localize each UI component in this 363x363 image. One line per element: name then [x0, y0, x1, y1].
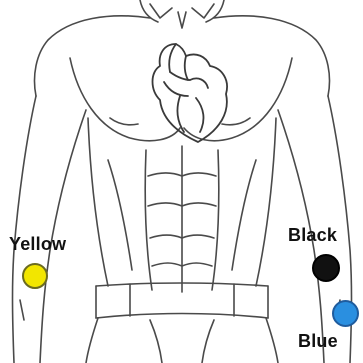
abs-right-line	[212, 150, 219, 290]
pectoral-detail	[110, 118, 138, 125]
blue-electrode-dot	[332, 300, 359, 327]
pants-left	[86, 318, 98, 363]
collar-detail	[178, 12, 186, 28]
hand-fold	[20, 300, 24, 320]
pectoral-detail	[222, 118, 250, 125]
pants-right	[266, 318, 278, 363]
yellow-electrode-dot	[22, 263, 48, 289]
left-torso-side	[88, 118, 108, 286]
left-pectoral	[70, 58, 180, 141]
right-torso-side	[256, 118, 276, 286]
pants-fold	[150, 320, 162, 363]
black-electrode-label: Black	[288, 225, 337, 246]
yellow-electrode-label: Yellow	[9, 234, 66, 255]
abs-left-line	[145, 150, 152, 290]
heart-icon	[153, 44, 228, 142]
right-shoulder	[214, 16, 330, 96]
waistband-bottom	[96, 314, 268, 319]
black-electrode-dot	[312, 254, 340, 282]
left-shoulder	[35, 16, 151, 96]
pants-fold	[202, 320, 214, 363]
left-arm-outer	[13, 96, 37, 363]
oblique-line	[108, 160, 132, 270]
oblique-line	[232, 160, 256, 270]
blue-electrode-label: Blue	[298, 331, 338, 352]
collar-detail	[150, 4, 172, 18]
collar-detail	[192, 4, 214, 18]
